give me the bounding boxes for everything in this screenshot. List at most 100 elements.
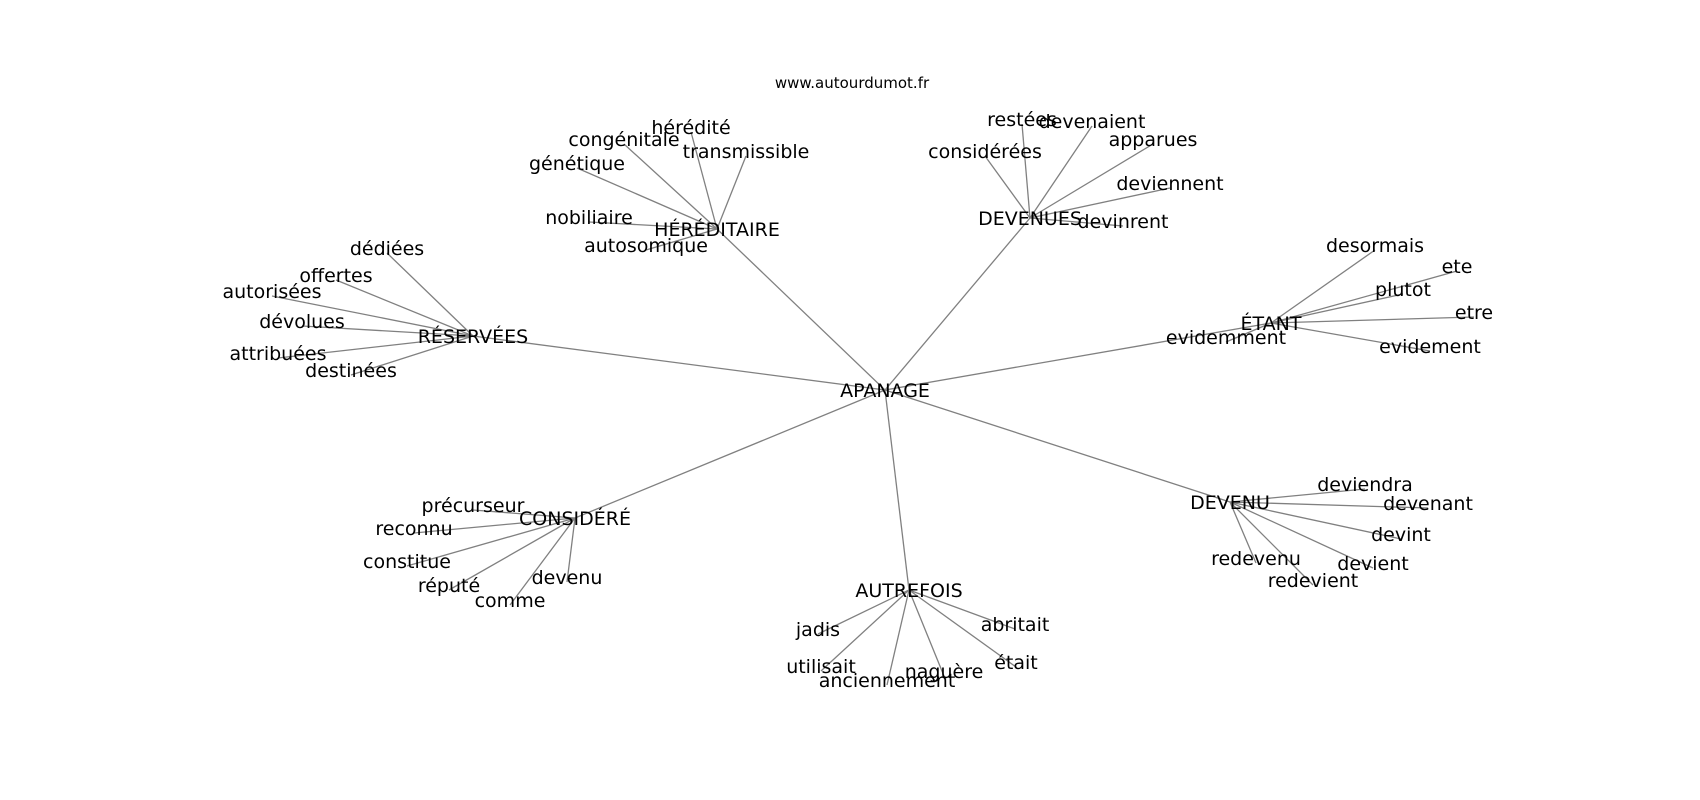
edge-reservees-offertes (335, 279, 474, 337)
edge-etant-evidement (1270, 322, 1431, 352)
leaf-label-redevenu: redevenu (1211, 548, 1301, 570)
leaf-label-transmissible: transmissible (683, 141, 810, 163)
leaf-label-devenu: devenu (532, 567, 603, 589)
leaf-label-precurseur: précurseur (422, 495, 525, 517)
edge-hereditaire-congenitale (623, 143, 718, 230)
edge-devenues-restees (1021, 123, 1031, 219)
edge-considere-devenu (566, 517, 576, 583)
leaf-label-considerees: considérées (928, 141, 1042, 163)
edge-autrefois-etait (908, 589, 1017, 668)
leaf-label-dediees: dédiées (350, 238, 424, 260)
edge-root-devenues (884, 217, 1031, 391)
leaf-label-evidement: evidement (1379, 336, 1481, 358)
edge-hereditaire-transmissible (716, 155, 747, 230)
edge-hereditaire-genetique (576, 167, 718, 230)
leaf-label-attribuees: attribuées (229, 343, 326, 365)
edge-autrefois-jadis (817, 589, 910, 635)
leaf-label-devenaient: devenaient (1039, 111, 1146, 133)
site-credit: www.autourdumot.fr (775, 74, 930, 92)
edge-autrefois-abritait (908, 589, 1016, 630)
leaf-label-redevient: redevient (1268, 570, 1359, 592)
leaf-label-devient: devient (1337, 553, 1408, 575)
hub-label-hereditaire: HÉRÉDITAIRE (654, 218, 780, 241)
leaf-label-restees: restées (987, 109, 1057, 131)
leaf-label-genetique: génétique (529, 153, 625, 175)
edge-etant-evidemment (1225, 322, 1272, 343)
edge-reservees-destinees (350, 335, 474, 376)
edge-reservees-attribuees (277, 335, 474, 359)
hub-label-etant: ÉTANT (1241, 312, 1302, 335)
edge-reservees-autorisees (271, 295, 474, 337)
leaf-label-naguere: naguère (905, 661, 984, 683)
leaf-label-constitue: constitue (363, 551, 451, 573)
leaf-label-desormais: desormais (1326, 235, 1424, 257)
edge-etant-etre (1270, 316, 1475, 324)
edge-autrefois-anciennement (886, 589, 910, 686)
graph-edges (271, 123, 1475, 686)
leaf-label-etre: etre (1455, 302, 1493, 324)
edge-reservees-dediees (386, 252, 474, 337)
edge-devenu-devenant (1229, 501, 1429, 509)
edge-etant-plutot (1270, 293, 1404, 324)
leaf-label-devinrent: devinrent (1078, 211, 1169, 233)
leaf-label-repute: réputé (418, 575, 480, 597)
edge-considere-comme (509, 517, 576, 606)
leaf-label-heredite: hérédité (651, 117, 730, 139)
edge-devenues-devinrent (1029, 217, 1124, 227)
leaf-label-etait: était (994, 652, 1038, 674)
edge-devenues-deviennent (1029, 187, 1171, 219)
edge-root-etant (884, 322, 1272, 391)
hub-label-reservees: RÉSERVÉES (418, 325, 529, 348)
hub-label-devenu: DEVENU (1190, 492, 1270, 514)
graph-labels: www.autourdumot.fr APANAGE HÉRÉDITAIRE con… (222, 74, 1493, 692)
edge-root-devenu (884, 389, 1231, 503)
edge-hereditaire-nobiliaire (588, 221, 718, 230)
leaf-label-offertes: offertes (299, 265, 372, 287)
edge-devenues-considerees (984, 155, 1031, 219)
hub-label-considere: CONSIDÉRÉ (519, 507, 631, 530)
edge-considere-precurseur (472, 509, 576, 519)
leaf-label-apparues: apparues (1109, 129, 1198, 151)
edge-devenu-deviendra (1229, 488, 1366, 503)
leaf-label-utilisait: utilisait (786, 656, 856, 678)
edge-considere-repute (448, 517, 576, 591)
leaf-label-ete: ete (1442, 256, 1473, 278)
leaf-label-plutot: plutot (1375, 279, 1431, 301)
leaf-label-jadis: jadis (795, 619, 840, 641)
edge-hereditaire-autosomique (645, 228, 718, 251)
leaf-label-deviennent: deviennent (1116, 173, 1223, 195)
root-word-label: APANAGE (840, 380, 930, 402)
leaf-label-autosomique: autosomique (584, 235, 708, 257)
edge-devenu-devient (1229, 501, 1374, 569)
edge-devenu-redevient (1229, 501, 1314, 586)
leaf-label-destinees: destinées (305, 360, 397, 382)
leaf-label-comme: comme (475, 590, 546, 612)
leaf-label-congenitale: congénitale (568, 129, 679, 151)
leaf-label-nobiliaire: nobiliaire (545, 207, 633, 229)
edge-hereditaire-heredite (690, 131, 718, 230)
leaf-label-anciennement: anciennement (819, 670, 956, 692)
edge-devenues-devenaient (1029, 125, 1093, 219)
leaf-label-reconnu: reconnu (375, 518, 452, 540)
edge-root-hereditaire (716, 228, 886, 391)
edge-devenu-redevenu (1229, 501, 1257, 564)
leaf-label-abritait: abritait (981, 614, 1050, 636)
hub-label-autrefois: AUTREFOIS (855, 580, 962, 602)
leaf-label-devenant: devenant (1383, 493, 1473, 515)
leaf-label-devolues: dévolues (259, 311, 345, 333)
edge-autrefois-naguere (908, 589, 945, 677)
edge-autrefois-utilisait (820, 589, 910, 672)
leaf-label-evidemment: evidemment (1166, 327, 1286, 349)
edge-etant-desormais (1270, 249, 1376, 324)
edge-root-considere (574, 389, 886, 519)
hub-label-devenues: DEVENUES (978, 208, 1082, 230)
leaf-label-devint: devint (1371, 524, 1431, 546)
edge-etant-ete (1270, 270, 1458, 324)
edge-reservees-devolues (301, 325, 474, 337)
edge-devenu-devint (1229, 501, 1402, 540)
edge-considere-constitue (406, 517, 576, 567)
edge-devenues-apparues (1029, 143, 1154, 219)
leaf-label-deviendra: deviendra (1317, 474, 1413, 496)
edge-considere-reconnu (413, 517, 576, 534)
